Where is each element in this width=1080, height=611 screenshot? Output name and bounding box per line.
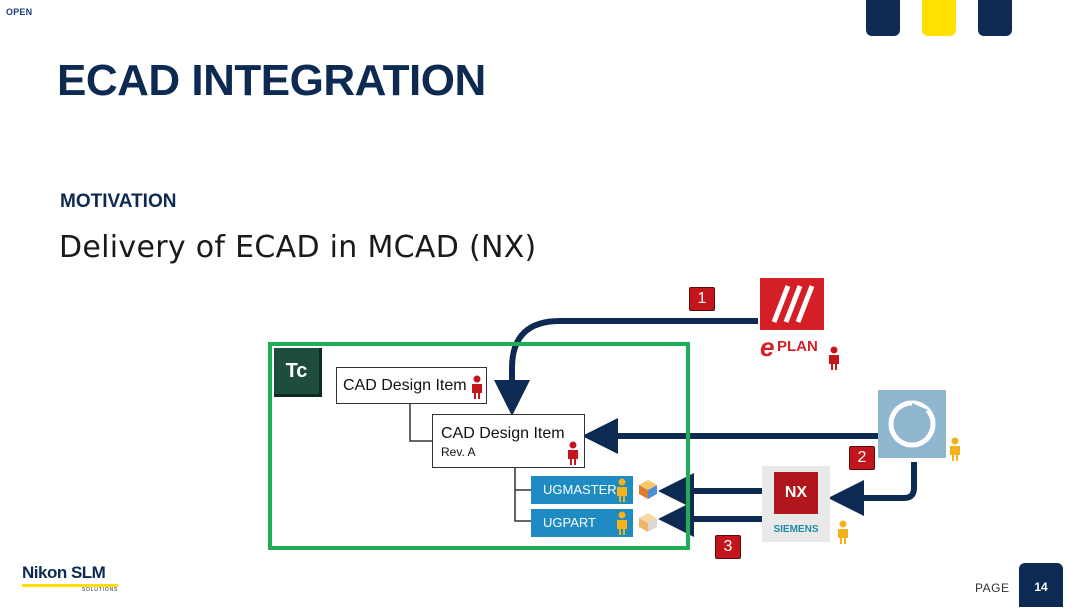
dataset-ugpart[interactable]: UGPART bbox=[531, 509, 633, 537]
classification-tag: OPEN bbox=[6, 7, 33, 17]
page-title: ECAD INTEGRATION bbox=[57, 56, 486, 105]
accent-bar-2 bbox=[922, 0, 956, 36]
tree-connector-datasets bbox=[514, 466, 531, 522]
user-icon bbox=[617, 478, 627, 502]
teamcenter-container bbox=[268, 342, 690, 550]
teamcenter-icon: Tc bbox=[274, 348, 322, 397]
cad-design-item[interactable]: CAD Design Item bbox=[336, 367, 487, 404]
step-badge-3: 3 bbox=[715, 535, 741, 559]
user-icon bbox=[617, 511, 627, 535]
accent-bar-3 bbox=[978, 0, 1012, 36]
eplan-text: PLAN bbox=[777, 338, 818, 355]
part-cube-icon bbox=[639, 480, 657, 499]
dataset-ugmaster[interactable]: UGMASTER bbox=[531, 476, 633, 504]
nx-mark: NX bbox=[774, 472, 818, 514]
accent-bar-1 bbox=[866, 0, 900, 36]
page-label: PAGE bbox=[975, 581, 1010, 595]
slide-headline: Delivery of ECAD in MCAD (NX) bbox=[59, 230, 537, 265]
tree-connector bbox=[409, 402, 432, 442]
user-icon bbox=[472, 375, 482, 399]
company-logo-sub: SOLUTIONS bbox=[81, 587, 118, 593]
user-icon bbox=[829, 346, 839, 370]
cad-design-item-label: CAD Design Item bbox=[343, 377, 467, 394]
company-logo: Nikon SLM SOLUTIONS bbox=[22, 563, 118, 593]
company-logo-text: Nikon SLM bbox=[22, 563, 106, 582]
eplan-logo[interactable]: e PLAN bbox=[760, 278, 824, 368]
cad-design-item-revision[interactable]: CAD Design Item Rev. A bbox=[432, 414, 585, 468]
page-number: 14 bbox=[1019, 563, 1063, 607]
eplan-mark-icon bbox=[760, 278, 824, 330]
revision-label: Rev. A bbox=[441, 445, 476, 459]
cad-design-item-rev-label: CAD Design Item bbox=[441, 425, 565, 442]
siemens-label: SIEMENS bbox=[773, 524, 819, 535]
eplan-e: e bbox=[760, 332, 775, 362]
user-icon bbox=[568, 441, 578, 465]
part-cube-icon bbox=[639, 513, 657, 532]
pcb-tool-logo-icon[interactable] bbox=[878, 390, 946, 458]
arrow-tool-to-nx bbox=[828, 462, 917, 516]
step-badge-1: 1 bbox=[689, 287, 715, 311]
step-badge-2: 2 bbox=[849, 446, 875, 470]
user-icon bbox=[838, 520, 848, 544]
siemens-nx-logo[interactable]: NX SIEMENS bbox=[762, 466, 830, 542]
arrow-eplan-to-item bbox=[494, 318, 758, 416]
section-subheading: MOTIVATION bbox=[60, 191, 177, 212]
user-icon bbox=[950, 437, 960, 461]
